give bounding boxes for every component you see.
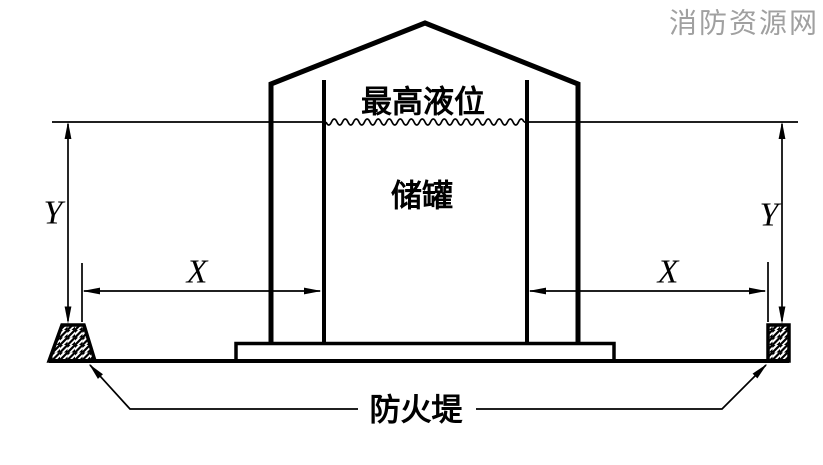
tank-foundation bbox=[234, 341, 616, 361]
fire-dike-label: 防火堤 bbox=[370, 393, 464, 428]
dim-x-left-label: X bbox=[185, 254, 209, 291]
tank-label: 储罐 bbox=[391, 179, 453, 214]
dim-y-left-label: Y bbox=[44, 195, 66, 232]
liquid-wave bbox=[325, 118, 525, 126]
fire-dike-leader-right bbox=[476, 364, 767, 410]
fire-dike-right bbox=[766, 323, 791, 363]
dim-x-left bbox=[81, 263, 322, 322]
dim-y-right bbox=[778, 121, 786, 324]
dim-x-right bbox=[528, 262, 769, 322]
dim-x-right-label: X bbox=[656, 254, 680, 291]
watermark: 消防资源网 bbox=[669, 8, 819, 39]
max-liquid-level-label: 最高液位 bbox=[361, 85, 485, 120]
dim-y-right-label: Y bbox=[760, 197, 782, 234]
dim-y-left bbox=[64, 121, 72, 324]
fire-dike-leader-left bbox=[89, 364, 358, 410]
fire-dike-left bbox=[46, 323, 98, 363]
tank-outline bbox=[268, 20, 581, 345]
